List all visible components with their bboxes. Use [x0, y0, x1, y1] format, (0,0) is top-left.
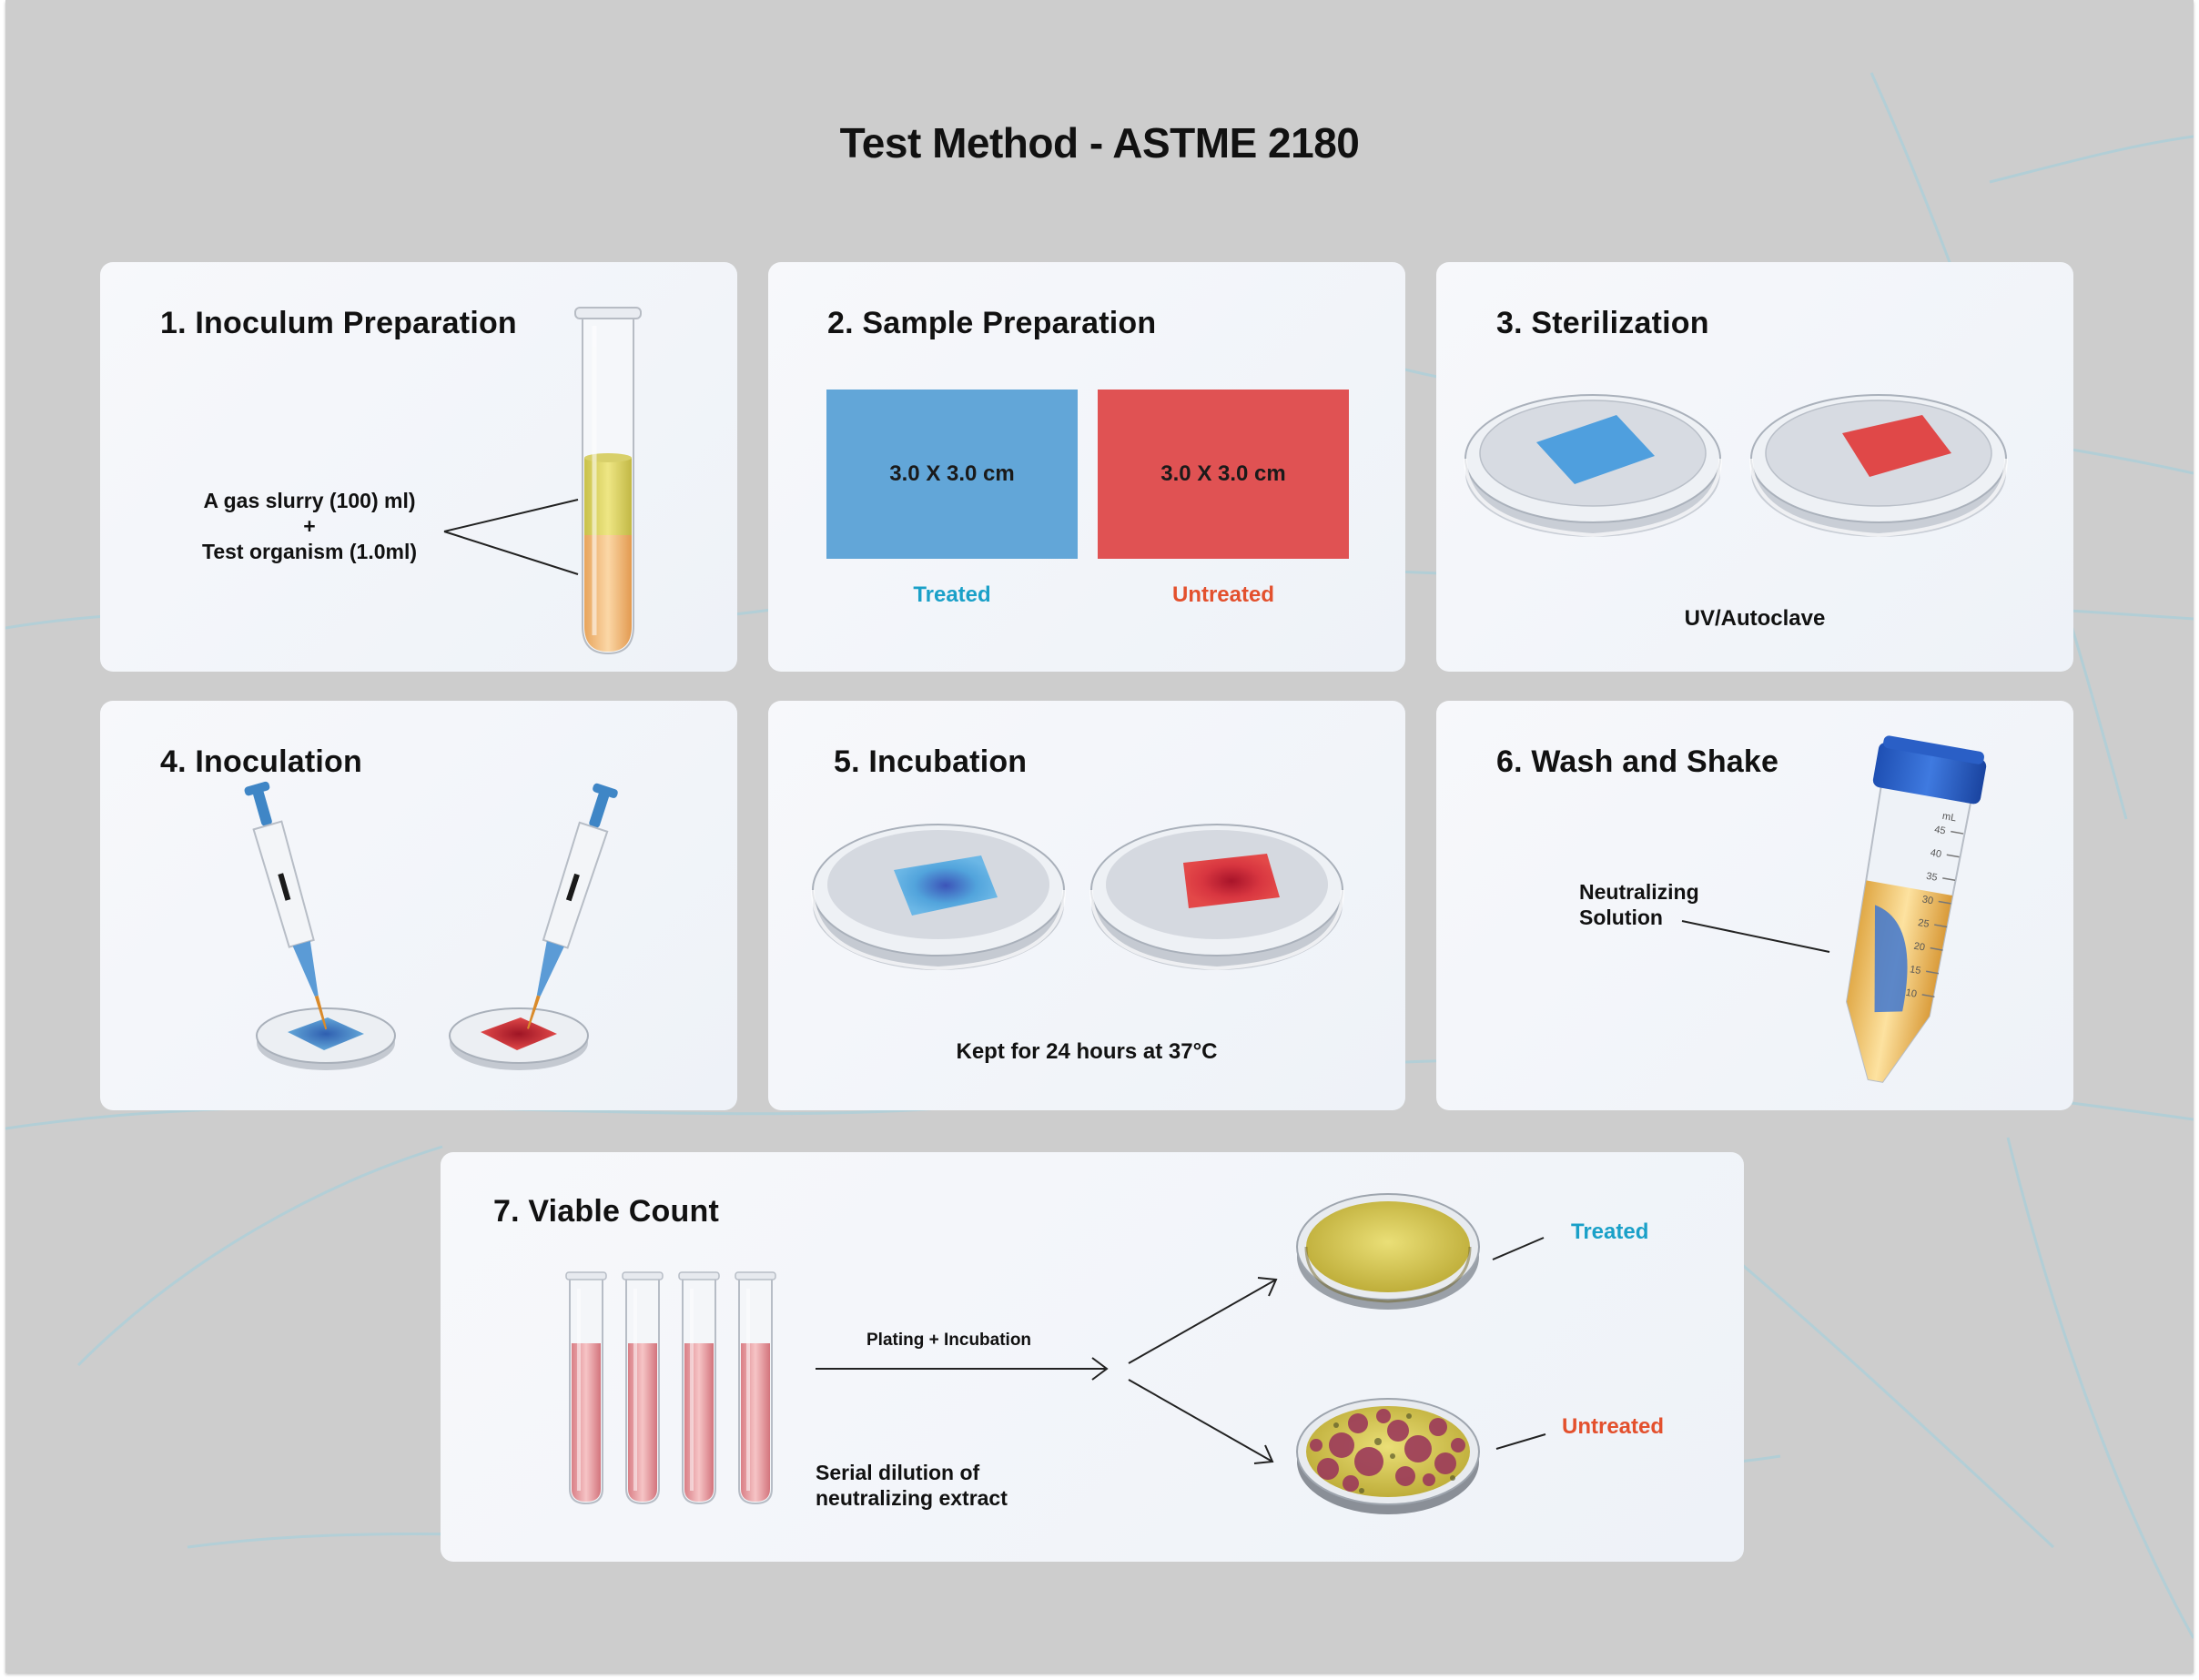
dilution-tubes — [565, 1271, 776, 1505]
pointer-line — [1681, 920, 1830, 953]
sample-square-treated: 3.0 X 3.0 cm — [826, 390, 1078, 559]
petri-dish-icon — [1749, 394, 2008, 538]
page-title: Test Method - ASTME 2180 — [839, 119, 1360, 167]
tube-tick — [1951, 830, 1964, 835]
dilution-caption: Serial dilution of neutralizing extract — [816, 1460, 1008, 1511]
dilution-caption-line-2: neutralizing extract — [816, 1486, 1008, 1510]
petri-dish-icon — [811, 824, 1066, 971]
card-sterilization: 3. Sterilization UV/Autoclave — [1436, 262, 2073, 672]
dilution-tube-icon — [622, 1271, 664, 1505]
tube-tick-label: 10 — [1905, 987, 1918, 1000]
diagram-canvas: Test Method - ASTME 2180 1. Inoculum Pre… — [5, 0, 2194, 1673]
arrow-to-untreated — [1128, 1379, 1274, 1464]
pointer-untreated — [1495, 1433, 1546, 1450]
tube-tick-label: 45 — [1933, 825, 1946, 837]
card-wash-and-shake: 6. Wash and Shake Neutralizing Solution — [1436, 701, 2073, 1110]
petri-dish-icon — [449, 1007, 589, 1070]
card-title: 5. Incubation — [834, 744, 1028, 779]
sterilization-caption: UV/Autoclave — [1684, 606, 1826, 631]
card-title: 7. Viable Count — [493, 1194, 719, 1229]
dilution-tube-icon — [735, 1271, 776, 1505]
tube-tick — [1938, 900, 1951, 905]
inoculum-line-1: A gas slurry (100) ml) — [203, 489, 416, 512]
card-viable-count: 7. Viable Count — [441, 1152, 1744, 1562]
sterilization-illustration — [1464, 394, 2008, 538]
pipette-icon — [527, 783, 618, 1029]
arrow-label: Plating + Incubation — [866, 1331, 1032, 1350]
label-untreated: Untreated — [1562, 1414, 1665, 1439]
petri-dish-icon — [1089, 824, 1344, 971]
inoculum-plus: + — [303, 514, 316, 538]
agar-plate-untreated — [1296, 1398, 1480, 1514]
tube-tick — [1926, 970, 1940, 975]
tube-tick-label: 35 — [1925, 871, 1938, 884]
incubation-caption: Kept for 24 hours at 37°C — [956, 1039, 1218, 1064]
connector-lines — [443, 499, 579, 575]
petri-dish-icon — [256, 1007, 396, 1070]
test-tube-icon — [574, 307, 642, 655]
label-untreated: Untreated — [1171, 582, 1275, 607]
incubation-illustration — [811, 824, 1344, 971]
tube-tick-label: 40 — [1930, 847, 1942, 860]
viable-count-illustration — [565, 1193, 1546, 1514]
tube-tick — [1946, 854, 1960, 858]
tube-tick — [1930, 946, 1943, 951]
card-title: 3. Sterilization — [1496, 306, 1709, 340]
label-treated: Treated — [1571, 1220, 1649, 1244]
agar-plate-treated — [1296, 1193, 1480, 1310]
card-sample-preparation: 2. Sample Preparation 3.0 X 3.0 cm 3.0 X… — [768, 262, 1405, 672]
pointer-treated — [1492, 1237, 1545, 1260]
tube-tick — [1934, 924, 1948, 928]
tube-tick-label: 20 — [1913, 941, 1926, 954]
inoculation-illustration — [244, 781, 618, 1070]
neutralizing-line-2: Solution — [1579, 906, 1663, 929]
petri-dish-icon — [1464, 394, 1722, 538]
label-treated: Treated — [913, 582, 991, 607]
card-incubation: 5. Incubation — [768, 701, 1405, 1110]
dilution-tube-icon — [565, 1271, 607, 1505]
card-title: 4. Inoculation — [160, 744, 362, 779]
card-title: 2. Sample Preparation — [827, 306, 1157, 340]
dilution-tube-icon — [678, 1271, 720, 1505]
tube-unit-label: mL — [1941, 811, 1957, 824]
arrow-plating — [816, 1357, 1109, 1381]
tube-tick-label: 25 — [1917, 917, 1930, 930]
neutralizing-line-1: Neutralizing — [1579, 880, 1699, 904]
arrow-to-treated — [1128, 1277, 1278, 1364]
tube-tick — [1921, 994, 1935, 998]
bacterial-colonies — [1310, 1409, 1465, 1492]
pipette-icon — [244, 781, 328, 1030]
tube-tick — [1942, 877, 1956, 882]
inoculum-label: A gas slurry (100) ml) + Test organism (… — [182, 488, 437, 564]
neutralizing-label: Neutralizing Solution — [1579, 879, 1699, 930]
tube-tick-label: 30 — [1921, 894, 1934, 906]
card-inoculation: 4. Inoculation — [100, 701, 737, 1110]
card-title: 6. Wash and Shake — [1496, 744, 1779, 779]
sample-square-untreated: 3.0 X 3.0 cm — [1098, 390, 1349, 559]
inoculum-line-2: Test organism (1.0ml) — [201, 540, 418, 563]
card-inoculum-preparation: 1. Inoculum Preparation A gas slurry (10… — [100, 262, 737, 672]
dilution-caption-line-1: Serial dilution of — [816, 1461, 980, 1484]
card-title: 1. Inoculum Preparation — [160, 306, 517, 340]
tube-tick-label: 15 — [1909, 964, 1921, 977]
inoculum-illustration — [443, 307, 642, 655]
